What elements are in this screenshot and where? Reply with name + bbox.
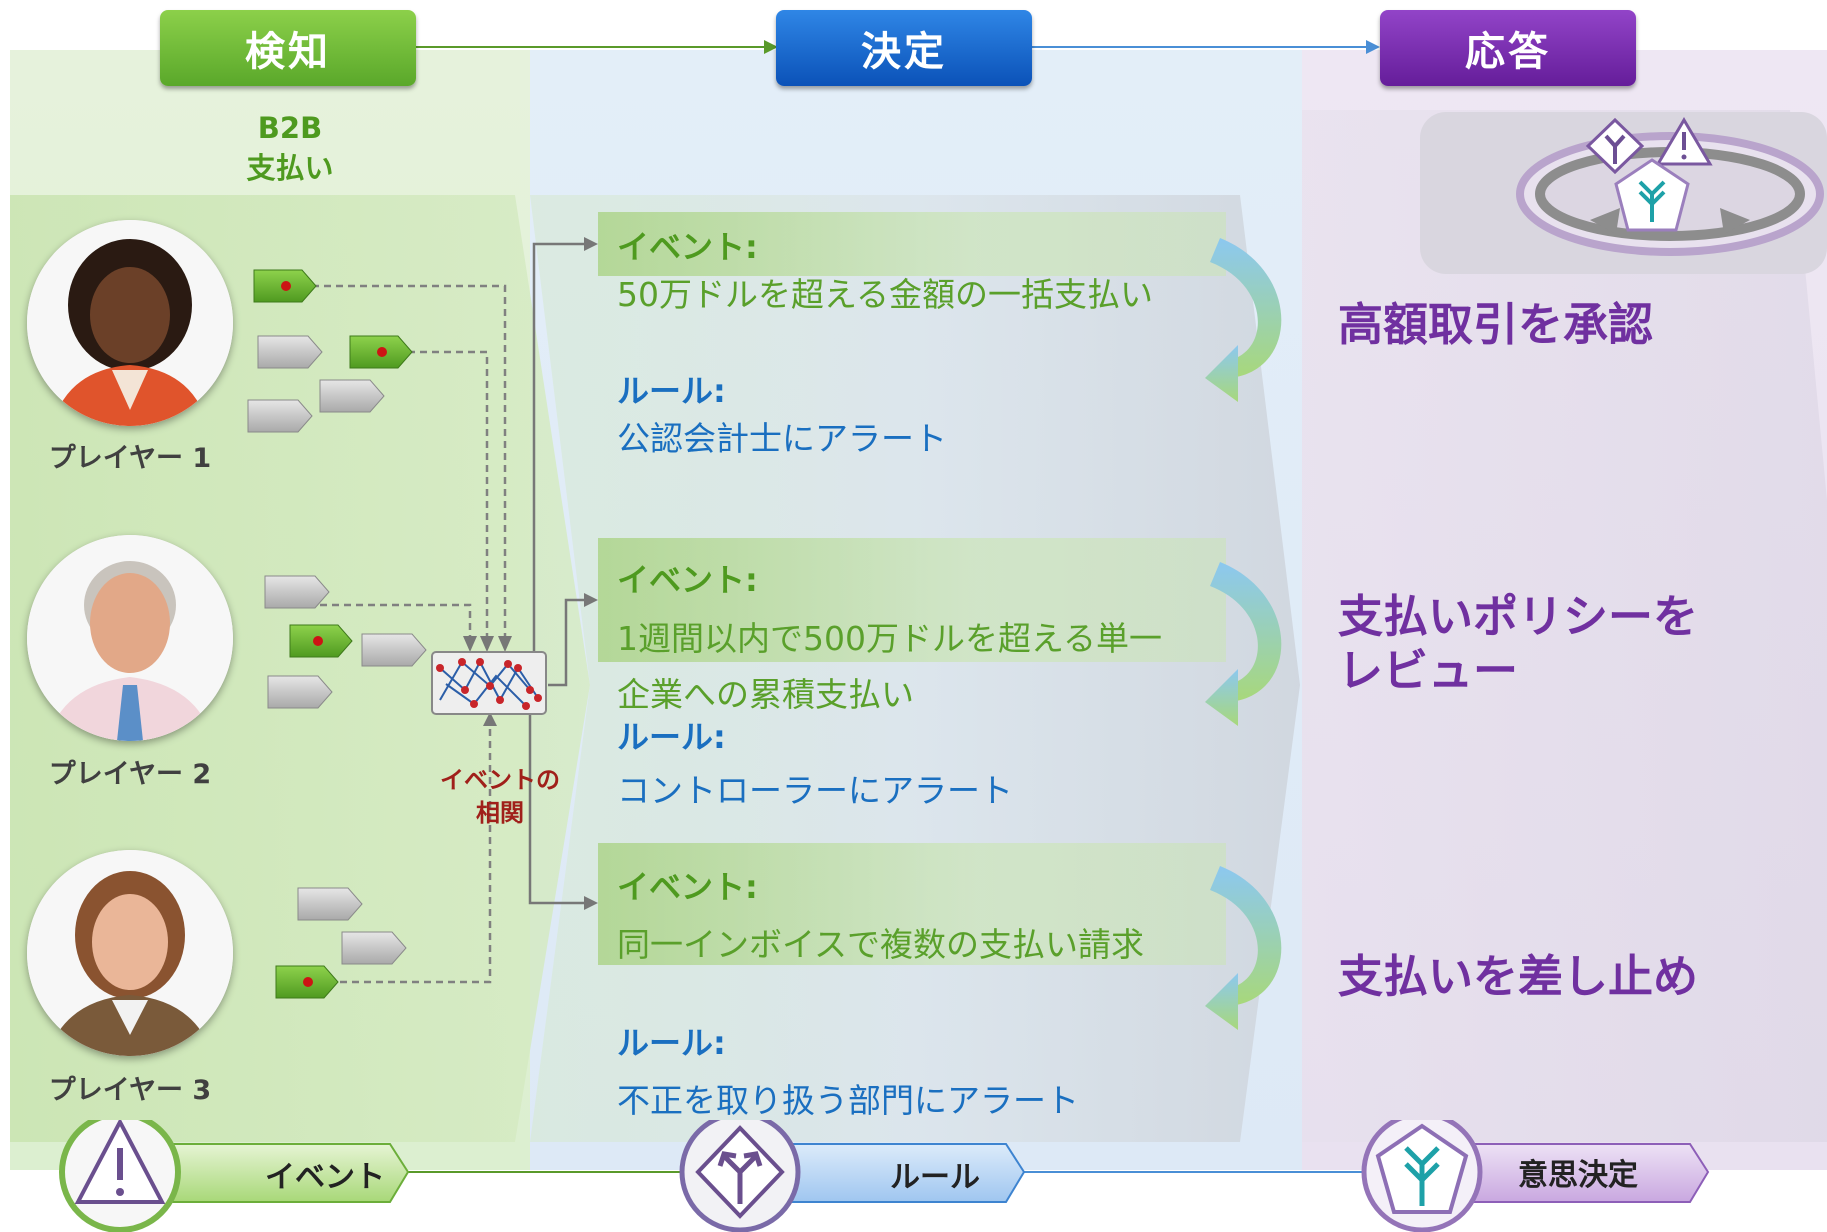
outcome-3-line1: 支払いを差し止め bbox=[1338, 950, 1699, 1003]
rule-3-event-label: イベント: bbox=[617, 868, 758, 906]
outcome-2-line2: レビュー bbox=[1338, 644, 1519, 697]
person-portrait-icon bbox=[27, 850, 233, 1056]
fork-diamond-icon bbox=[1585, 117, 1645, 175]
player-3-label: プレイヤー 3 bbox=[48, 1075, 212, 1106]
bottom-event-label: イベント bbox=[265, 1160, 385, 1195]
rule-2-event-text-line2: 企業への累積支払い bbox=[617, 675, 914, 714]
rule-1-band bbox=[598, 212, 1226, 276]
player-2-label: プレイヤー 2 bbox=[48, 759, 212, 790]
outcome-1: 高額取引を承認 bbox=[1338, 298, 1653, 352]
respond-header: 応答 bbox=[1380, 10, 1636, 86]
fork-diamond-icon bbox=[695, 1125, 785, 1219]
person-portrait-icon bbox=[27, 220, 233, 426]
warning-triangle-icon bbox=[74, 1120, 166, 1204]
rule-1-event-text: 50万ドルを超える金額の一括支払い bbox=[617, 275, 1154, 314]
correlation-label-line1: イベントの bbox=[440, 766, 560, 794]
correlation-label-line2: 相関 bbox=[476, 799, 524, 827]
rule-1-event-label: イベント: bbox=[617, 228, 758, 266]
rule-1-rule-text: 公認会計士にアラート bbox=[617, 419, 947, 458]
outcome-2: 支払いポリシーを レビュー bbox=[1338, 590, 1698, 698]
player-1-avatar bbox=[27, 220, 233, 426]
header-connectors bbox=[416, 40, 1380, 54]
b2b-line2: 支払い bbox=[246, 151, 334, 185]
decision-cycle-graphic bbox=[1420, 112, 1827, 274]
b2b-line1: B2B bbox=[257, 111, 323, 145]
bottom-legend bbox=[59, 1120, 1710, 1232]
fork-pentagon-icon bbox=[1614, 158, 1690, 232]
player-2-avatar bbox=[27, 535, 233, 741]
rule-3-band bbox=[598, 843, 1226, 965]
player-1-label: プレイヤー 1 bbox=[48, 443, 212, 474]
outcome-2-line1: 支払いポリシーを bbox=[1338, 590, 1699, 643]
outcome-3: 支払いを差し止め bbox=[1338, 950, 1698, 1004]
bottom-decision-label: 意思決定 bbox=[1518, 1158, 1638, 1193]
rule-2-event-label: イベント: bbox=[617, 561, 758, 599]
rule-3-event-text: 同一インボイスで複数の支払い請求 bbox=[617, 925, 1145, 964]
rule-2-event-text-line1: 1週間以内で500万ドルを超える単一 bbox=[617, 619, 1162, 658]
rule-1-rule-label: ルール: bbox=[617, 372, 726, 410]
b2b-label: B2B 支払い bbox=[220, 108, 360, 188]
rule-3-rule-text: 不正を取り扱う部門にアラート bbox=[617, 1081, 1079, 1120]
bottom-rule-label: ルール bbox=[890, 1160, 980, 1195]
rule-2-band bbox=[598, 538, 1226, 662]
rule-2-rule-label: ルール: bbox=[617, 718, 726, 756]
person-portrait-icon bbox=[27, 535, 233, 741]
decide-header: 決定 bbox=[776, 10, 1032, 86]
outcome-1-line1: 高額取引を承認 bbox=[1338, 298, 1654, 351]
rule-2-rule-text: コントローラーにアラート bbox=[617, 771, 1013, 810]
warning-triangle-icon bbox=[1655, 117, 1713, 166]
player-3-avatar bbox=[27, 850, 233, 1056]
rule-3-rule-label: ルール: bbox=[617, 1024, 726, 1062]
detect-header: 検知 bbox=[160, 10, 416, 86]
fork-pentagon-icon bbox=[1375, 1123, 1469, 1214]
correlation-label: イベントの 相関 bbox=[430, 764, 570, 830]
